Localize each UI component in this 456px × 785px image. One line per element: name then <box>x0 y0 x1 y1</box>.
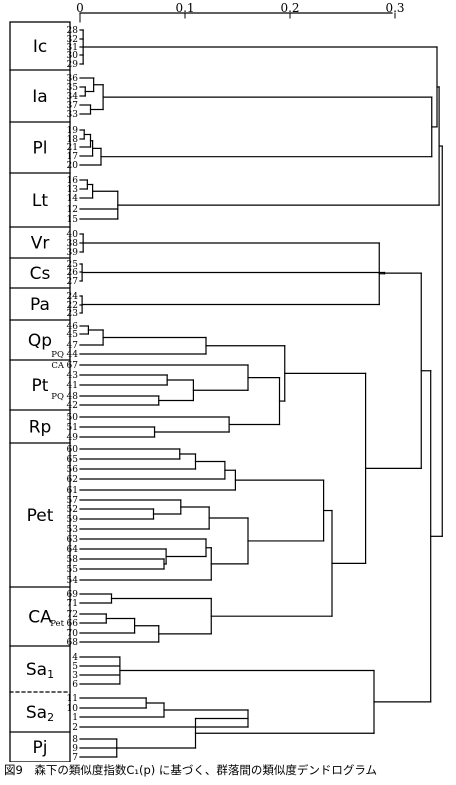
leaf-label: 63 <box>67 535 79 545</box>
leaf-label: 69 <box>67 590 79 600</box>
group-label: Lt <box>32 191 48 211</box>
leaf-label: 40 <box>67 230 79 240</box>
axis-tick-label: 0 <box>76 1 84 15</box>
leaf-label: 10 <box>67 704 79 714</box>
leaf-label: 48 <box>67 392 79 402</box>
group-label: Pl <box>33 139 48 159</box>
leaf-label: 14 <box>67 194 79 204</box>
leaf-label: 38 <box>67 239 79 249</box>
leaf-label: 70 <box>67 629 79 639</box>
leaf-label: 29 <box>67 60 79 70</box>
leaf-label: 32 <box>67 35 78 45</box>
leaf-label: 50 <box>67 413 79 423</box>
leaf-label: 49 <box>67 433 79 443</box>
leaf-label: 23 <box>67 309 79 319</box>
leaf-label: 60 <box>67 445 79 455</box>
leaf-label: 7 <box>72 753 78 762</box>
leaf-label: 35 <box>67 83 79 93</box>
leaf-label: 65 <box>67 455 79 465</box>
group-label: Pet <box>27 506 54 526</box>
leaf-label: 9 <box>72 744 78 754</box>
leaf-label: 57 <box>67 496 79 506</box>
leaf-label: 45 <box>67 330 79 340</box>
leaf-label: 64 <box>67 545 79 555</box>
leaf-label: 5 <box>72 662 78 672</box>
leaf-label: 66 <box>67 619 79 629</box>
leaf-label: 25 <box>67 260 79 270</box>
leaf-prefix-label: CA <box>51 361 65 371</box>
group-label: Rp <box>29 418 52 438</box>
leaf-label: 39 <box>67 248 79 258</box>
leaf-label: 34 <box>67 92 79 102</box>
leaf-label: 12 <box>67 205 78 215</box>
axis-tick-label: 0.3 <box>385 1 404 15</box>
leaf-label: 42 <box>67 401 78 411</box>
leaf-label: 13 <box>67 185 79 195</box>
leaf-label: 4 <box>72 653 78 663</box>
leaf-label: 27 <box>67 277 79 287</box>
leaf-label: 52 <box>67 505 78 515</box>
leaf-label: 31 <box>67 43 78 53</box>
leaf-label: 6 <box>72 680 78 690</box>
leaf-label: 68 <box>67 638 79 648</box>
leaf-label: 44 <box>67 350 79 360</box>
leaf-label: 11 <box>67 694 78 704</box>
leaf-label: 67 <box>67 361 79 371</box>
leaf-label: 8 <box>72 735 78 745</box>
leaf-label: 72 <box>67 610 78 620</box>
leaf-label: 19 <box>67 126 79 136</box>
leaf-label: 22 <box>67 301 78 311</box>
leaf-label: 16 <box>67 176 79 186</box>
group-label: Pt <box>32 376 49 396</box>
leaf-label: 46 <box>67 322 79 332</box>
group-label: Pj <box>33 738 48 758</box>
leaf-label: 20 <box>67 161 79 171</box>
leaf-label: 59 <box>67 515 79 525</box>
group-label: Cs <box>30 264 51 284</box>
group-label: Pa <box>30 295 50 315</box>
leaf-label: 43 <box>67 371 79 381</box>
group-label: Sa2 <box>26 703 54 724</box>
leaf-label: 18 <box>67 135 79 145</box>
leaf-label: 33 <box>67 110 79 120</box>
leaf-label: 62 <box>67 475 78 485</box>
leaf-label: 26 <box>67 268 79 278</box>
leaf-label: 53 <box>67 525 79 535</box>
leaf-label: 37 <box>67 101 79 111</box>
group-label: CA <box>28 608 52 628</box>
leaf-label: 15 <box>67 215 79 225</box>
group-column-frame <box>9 21 71 762</box>
leaf-prefix-label: PQ <box>51 350 64 360</box>
leaf-prefix-label: Pet <box>50 619 64 629</box>
leaf-label: 71 <box>67 599 78 609</box>
group-label: Vr <box>31 234 50 254</box>
leaf-label: 30 <box>67 51 79 61</box>
leaf-label: 47 <box>67 341 79 351</box>
leaf-label: 61 <box>67 486 78 496</box>
leaf-label: 1 <box>72 713 78 723</box>
leaf-label: 51 <box>67 423 78 433</box>
leaf-prefix-label: PQ <box>51 392 64 402</box>
leaf-label: 24 <box>67 292 79 302</box>
group-label: Ic <box>33 37 47 57</box>
leaf-label: 58 <box>67 555 79 565</box>
axis-tick-label: 0.1 <box>175 1 194 15</box>
leaf-label: 56 <box>67 465 79 475</box>
leaf-label: 28 <box>67 26 79 36</box>
figure-caption: 図9 森下の類似度指数C₁(p) に基づく、群落間の類似度デンドログラム <box>4 763 378 777</box>
group-label: Qp <box>28 331 52 351</box>
group-label: Sa1 <box>26 660 54 681</box>
leaf-label: 54 <box>67 576 79 586</box>
axis-tick-label: 0.2 <box>280 1 299 15</box>
leaf-label: 21 <box>67 143 78 153</box>
leaf-label: 17 <box>67 152 79 162</box>
leaf-label: 55 <box>67 565 79 575</box>
leaf-label: 41 <box>67 381 78 391</box>
leaf-label: 3 <box>72 671 78 681</box>
leaf-label: 36 <box>67 74 79 84</box>
leaf-label: 2 <box>72 723 78 733</box>
group-label: Ia <box>32 87 47 107</box>
